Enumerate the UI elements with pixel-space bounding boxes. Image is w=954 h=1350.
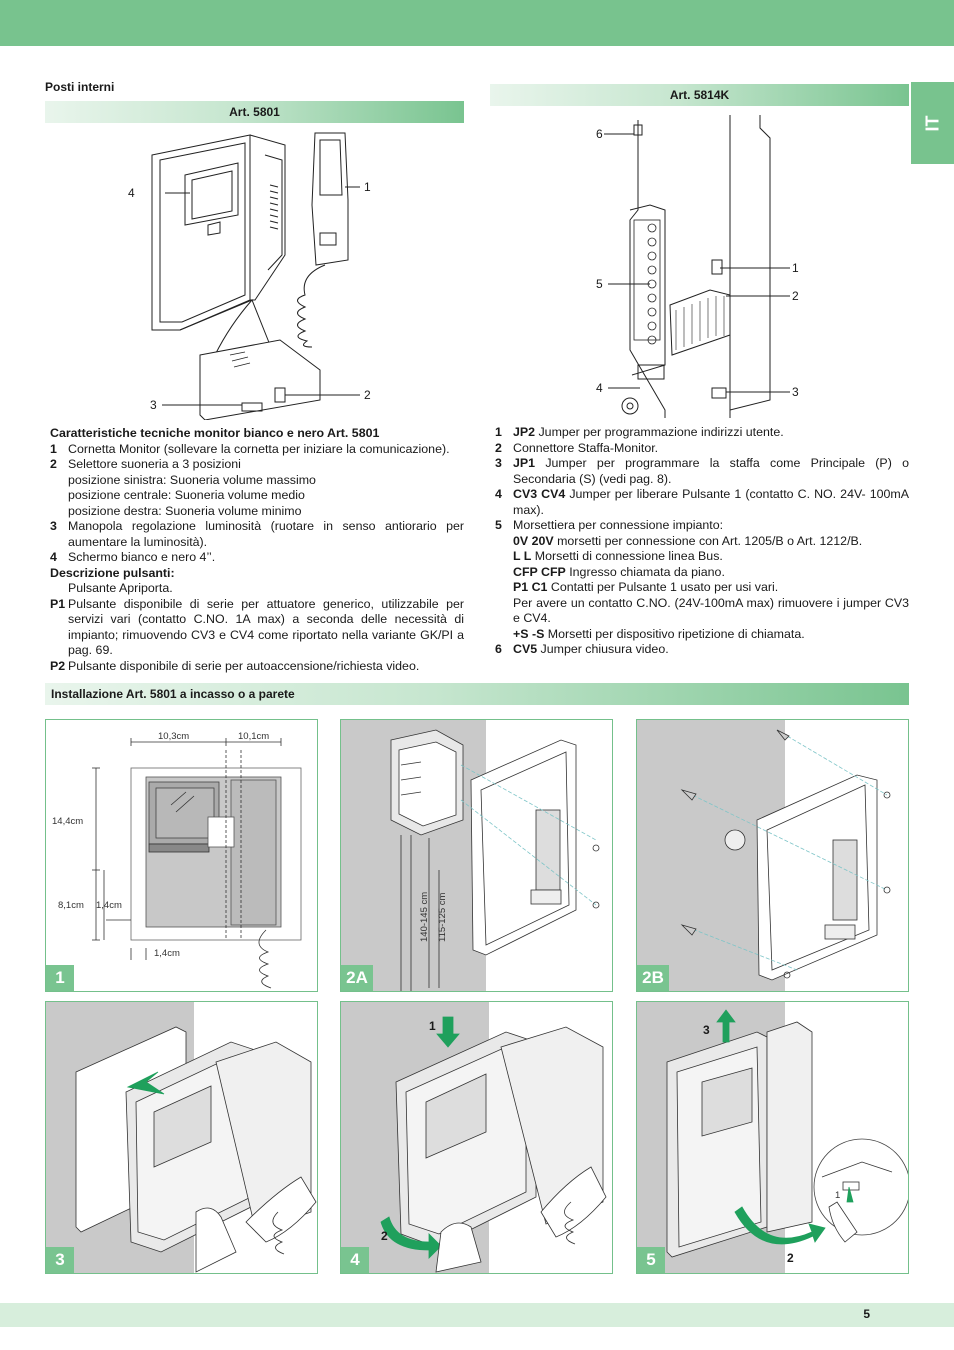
callout-1: 1 — [364, 180, 371, 194]
dim-height-2: 8,1cm — [58, 900, 84, 911]
panel-badge: 2B — [637, 965, 669, 991]
callout-3: 3 — [150, 398, 157, 412]
terminal-item: P1 C1 Contatti per Pulsante 1 usato per … — [513, 580, 779, 594]
art-5801-bar: Art. 5801 — [45, 101, 464, 123]
monitor-5801-drawing: 4 1 3 2 — [120, 125, 380, 420]
monitor-description: Caratteristiche tecniche monitor bianco … — [50, 426, 464, 674]
panel-badge: 1 — [46, 965, 74, 991]
dim-width-1: 10,3cm — [158, 731, 189, 742]
panel-badge: 4 — [341, 1247, 369, 1273]
callout-2: 2 — [364, 388, 371, 402]
monitor-specs-title: Caratteristiche tecniche monitor bianco … — [50, 426, 380, 440]
terminal-item: 0V 20V morsetti per connessione con Art.… — [513, 533, 863, 548]
step-number: 1 — [835, 1190, 840, 1201]
spec-subitem: posizione destra: Suoneria volume minimo — [68, 503, 302, 518]
footer-band — [0, 1303, 954, 1327]
height-label-b: 115-125 cm — [437, 892, 448, 942]
step-number: 2 — [381, 1229, 388, 1243]
callout-1: 1 — [792, 261, 799, 275]
terminal-item: +S -S Morsetti per dispositivo ripetizio… — [513, 626, 805, 641]
dim-width-2: 10,1cm — [238, 731, 269, 742]
callout-4: 4 — [596, 381, 603, 395]
art-5814k-bar: Art. 5814K — [490, 84, 909, 106]
dim-depth-2: 1,4cm — [154, 948, 180, 959]
panel-badge: 3 — [46, 1247, 74, 1273]
panel-badge: 5 — [637, 1247, 665, 1273]
callout-5: 5 — [596, 277, 603, 291]
bracket-5814k-drawing: 6 1 5 2 4 3 — [590, 110, 810, 420]
height-label-a: 140-145 cm — [419, 892, 430, 942]
terminal-item: Per avere un contatto C.NO. (24V-100mA m… — [513, 595, 909, 626]
installation-bar: Installazione Art. 5801 a incasso o a pa… — [45, 683, 909, 705]
step-number: 2 — [787, 1251, 794, 1265]
install-panel-3: 3 — [45, 1001, 318, 1274]
install-panel-4: 1 2 4 — [340, 1001, 613, 1274]
install-panel-2b: 2B — [636, 719, 909, 992]
install-panel-5: 3 2 1 5 — [636, 1001, 909, 1274]
callout-6: 6 — [596, 127, 603, 141]
page-number: 5 — [863, 1307, 870, 1321]
buttons-title: Descrizione pulsanti: — [50, 565, 175, 580]
buttons-intro: Pulsante Apriporta. — [68, 581, 173, 595]
install-panel-2a: 140-145 cm 115-125 cm 2A — [340, 719, 613, 992]
terminal-item: CFP CFP Ingresso chiamata da piano. — [513, 564, 725, 579]
step-number: 1 — [429, 1019, 436, 1033]
section-title: Posti interni — [45, 80, 115, 94]
spec-subitem: posizione centrale: Suoneria volume medi… — [68, 488, 305, 502]
spec-subitem: posizione sinistra: Suoneria volume mass… — [68, 472, 316, 487]
callout-4: 4 — [128, 186, 135, 200]
language-tab: IT — [911, 82, 954, 164]
dim-depth-1: 1,4cm — [96, 900, 122, 911]
dim-height-1: 14,4cm — [52, 816, 83, 827]
step-number: 3 — [703, 1023, 710, 1037]
panel-badge: 2A — [341, 965, 373, 991]
language-tab-label: IT — [922, 115, 942, 131]
install-panel-1: 10,3cm 10,1cm 14,4cm 8,1cm 1,4cm 1,4cm 1 — [45, 719, 318, 992]
terminal-item: L L Morsetti di connessione linea Bus. — [513, 549, 723, 563]
header-band — [0, 0, 954, 46]
callout-3: 3 — [792, 385, 799, 399]
callout-2: 2 — [792, 289, 799, 303]
